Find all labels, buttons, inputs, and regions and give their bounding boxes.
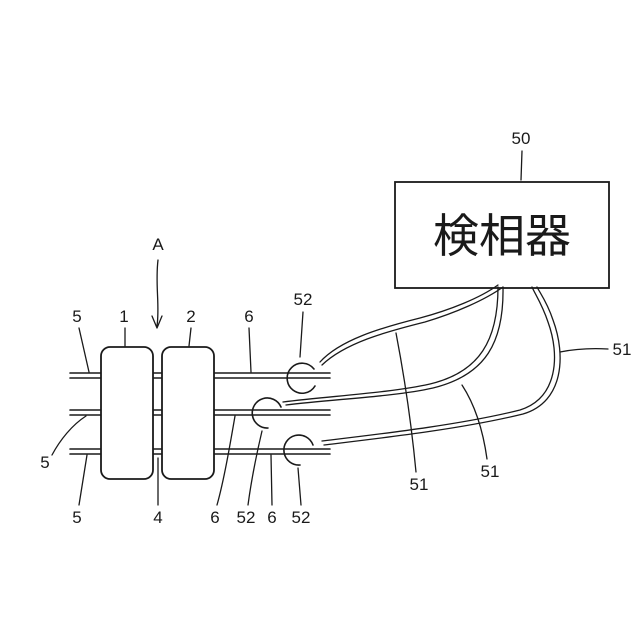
label-51-left: 51 bbox=[410, 475, 429, 494]
label-5-top: 5 bbox=[72, 307, 81, 326]
leader-6-top bbox=[249, 328, 251, 372]
label-4: 4 bbox=[153, 508, 162, 527]
label-2: 2 bbox=[186, 307, 195, 326]
cable-51-c bbox=[322, 287, 560, 445]
label-51-middle: 51 bbox=[481, 462, 500, 481]
leader-5-bottom bbox=[79, 455, 87, 505]
label-6-bottom-left: 6 bbox=[210, 508, 219, 527]
leader-50 bbox=[521, 151, 522, 180]
leader-52-bottom-left bbox=[248, 431, 262, 505]
sensor-clamp-bottom bbox=[284, 435, 313, 465]
leader-2 bbox=[189, 328, 191, 346]
leader-51-right bbox=[560, 349, 608, 352]
phase-detector-text: 検相器 bbox=[433, 209, 571, 263]
leader-5-top bbox=[79, 328, 89, 372]
clamp-block-1 bbox=[101, 347, 153, 479]
phase-detector-box: 検相器 bbox=[395, 182, 609, 288]
label-52-bottom-left: 52 bbox=[237, 508, 256, 527]
arrow-A-shaft bbox=[157, 260, 158, 326]
cable-51-a bbox=[320, 285, 503, 365]
label-6-bottom-right: 6 bbox=[267, 508, 276, 527]
label-1: 1 bbox=[119, 307, 128, 326]
label-A: A bbox=[152, 235, 164, 254]
label-5-bottom: 5 bbox=[72, 508, 81, 527]
leader-6-bottom-right bbox=[271, 455, 272, 505]
leader-52-bottom-right bbox=[298, 468, 301, 505]
sensor-clamp-middle bbox=[252, 398, 281, 428]
label-5-middle: 5 bbox=[40, 453, 49, 472]
clamp-block-2 bbox=[162, 347, 214, 479]
label-51-right: 51 bbox=[613, 340, 632, 359]
leader-52-top bbox=[300, 312, 303, 357]
label-52-bottom-right: 52 bbox=[292, 508, 311, 527]
cable-51-b bbox=[283, 287, 503, 405]
label-50: 50 bbox=[512, 129, 531, 148]
leader-6-bottom-left bbox=[217, 416, 235, 505]
label-6-top: 6 bbox=[244, 307, 253, 326]
label-52-top: 52 bbox=[294, 290, 313, 309]
leader-51-left bbox=[396, 333, 416, 472]
